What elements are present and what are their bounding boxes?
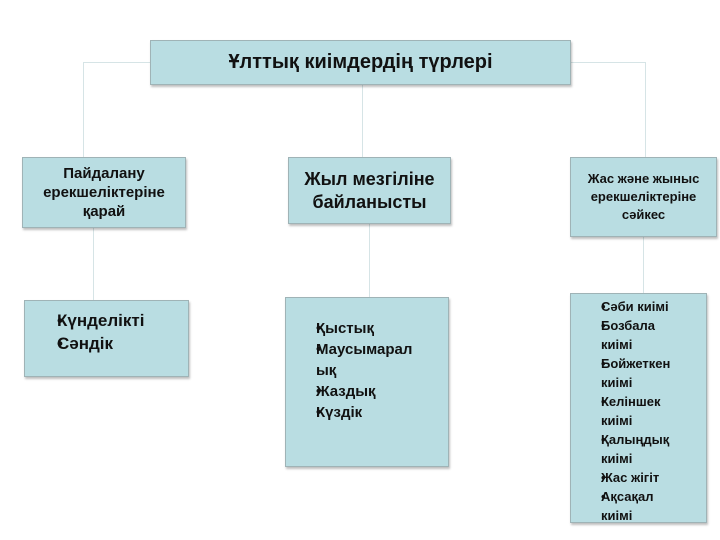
connector-right-top <box>645 62 646 157</box>
items-box-age-gender: Сәби киімі Бозбала киімі Бойжеткен киімі… <box>570 293 707 523</box>
list-item: Жас жігіт <box>575 468 704 487</box>
list-item: Бойжеткен киімі <box>575 354 681 392</box>
category-heading: Пайдалану ерекшеліктеріне қарай <box>43 165 165 220</box>
list-item: Келіншек киімі <box>575 392 671 430</box>
category-box-age-gender: Жас және жыныс ерекшеліктеріне сәйкес <box>570 157 717 237</box>
connector-right-bottom <box>643 236 644 293</box>
list-item: Бозбала киімі <box>575 316 661 354</box>
list-item: Сәндік <box>31 332 188 355</box>
diagram-title: Ұлттық киімдердің түрлері <box>228 51 493 73</box>
connector-middle-top <box>362 84 363 157</box>
items-box-season: Қыстық Маусымарал ық Жаздық Күздік <box>285 297 449 467</box>
category-box-usage: Пайдалану ерекшеліктеріне қарай <box>22 157 186 228</box>
list-item: Сәби киімі <box>575 297 704 316</box>
connector-left-bottom <box>93 228 94 300</box>
list-item: Жаздық <box>292 381 444 402</box>
connector-left-top <box>83 62 84 157</box>
title-box: Ұлттық киімдердің түрлері <box>150 40 571 85</box>
category-heading: Жас және жыныс ерекшеліктеріне сәйкес <box>587 171 700 222</box>
category-box-season: Жыл мезгіліне байланысты <box>288 157 451 224</box>
list-item: Күнделікті <box>31 309 188 332</box>
list-item: Маусымарал ық <box>292 339 416 381</box>
connector-middle-bottom <box>369 224 370 297</box>
list-item: Ақсақал киімі <box>575 487 661 525</box>
list-item: Күздік <box>292 402 444 423</box>
items-box-usage: Күнделікті Сәндік <box>24 300 189 377</box>
list-item: Қалыңдық киімі <box>575 430 676 468</box>
list-item: Қыстық <box>292 318 444 339</box>
category-heading: Жыл мезгіліне байланысты <box>304 168 435 212</box>
